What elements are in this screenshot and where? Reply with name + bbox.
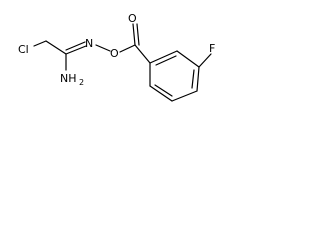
ring-inner-bond-2 bbox=[191, 69, 195, 89]
atom-amine: NH bbox=[60, 72, 77, 85]
bond-n-o bbox=[95, 44, 111, 52]
ring-bond-1 bbox=[149, 50, 178, 64]
atom-amine-subscript: 2 bbox=[79, 78, 84, 87]
atom-fluorine: F bbox=[209, 42, 215, 55]
ring-bond-4 bbox=[171, 90, 198, 102]
bond-c-n-double-1 bbox=[65, 45, 87, 55]
atom-imine-nitrogen: N bbox=[85, 37, 93, 50]
chemical-structure: Cl N O O F NH 2 bbox=[18, 12, 215, 102]
atom-carbonyl-oxygen: O bbox=[128, 12, 137, 25]
bond-ring-f bbox=[198, 53, 212, 68]
bonds bbox=[33, 23, 212, 102]
atom-ester-oxygen: O bbox=[110, 47, 119, 60]
bond-ch2-c bbox=[45, 40, 67, 55]
atom-labels: Cl N O O F NH 2 bbox=[18, 12, 215, 87]
bond-c-o-double-2 bbox=[136, 23, 140, 46]
bond-c-ring bbox=[134, 44, 151, 64]
bond-c-o-double-1 bbox=[132, 23, 136, 46]
ring-inner-bond-1 bbox=[155, 55, 177, 66]
bond-cl-ch2 bbox=[33, 40, 47, 47]
ring-inner-bond-3 bbox=[154, 84, 173, 97]
bond-c-n-double-2 bbox=[65, 41, 86, 51]
atom-chlorine: Cl bbox=[18, 43, 29, 56]
ring-bond-5 bbox=[149, 85, 173, 102]
ring-bond-3 bbox=[196, 66, 200, 92]
ring-bond-2 bbox=[176, 50, 200, 68]
bond-o-c bbox=[119, 44, 136, 53]
